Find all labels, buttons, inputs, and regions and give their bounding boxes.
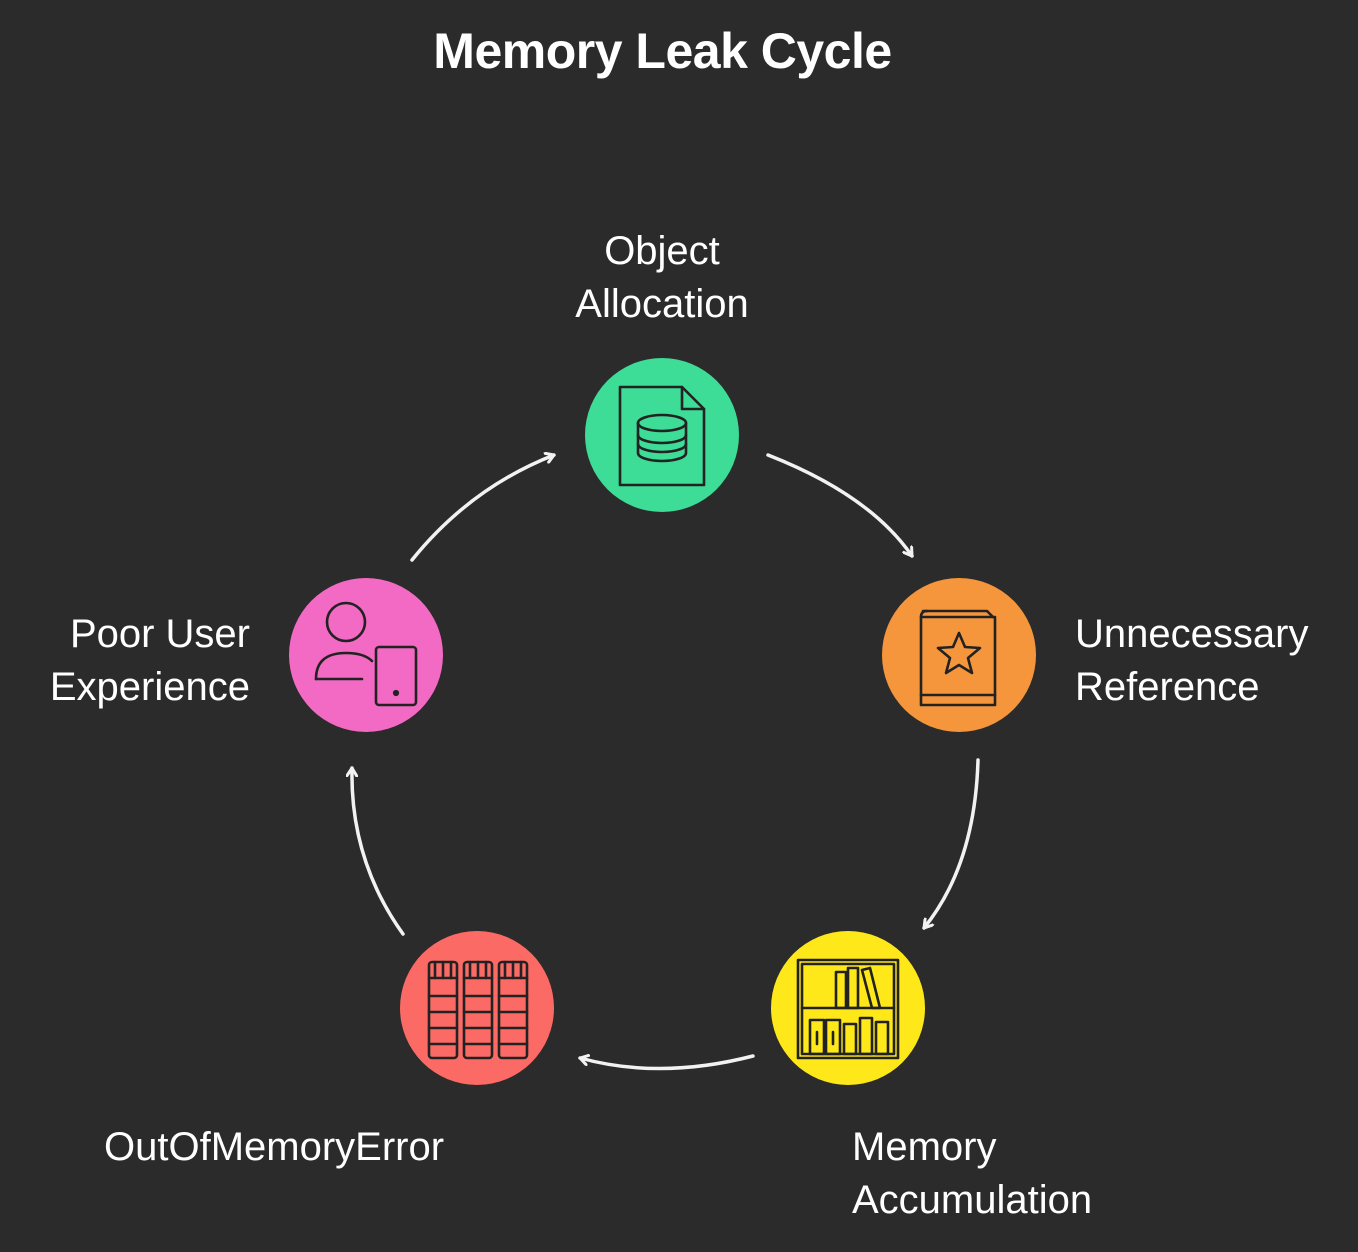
- arrow-reference-to-accumulation: [922, 758, 980, 930]
- out-of-memory-error-node: [400, 931, 554, 1085]
- arrow-error-to-user-experience: [352, 766, 405, 936]
- poor-user-experience-node: [289, 578, 443, 732]
- arrow-allocation-to-reference: [766, 453, 914, 558]
- memory-accumulation-label: Memory Accumulation: [852, 1125, 1093, 1222]
- unnecessary-reference-label: Unnecessary Reference: [1075, 612, 1309, 709]
- object-allocation-label: Object Allocation: [575, 229, 749, 326]
- book-stack-icon: [427, 960, 529, 1060]
- unnecessary-reference-node: [882, 578, 1036, 732]
- arrow-accumulation-to-error: [578, 1056, 755, 1071]
- bookshelf-icon: [796, 958, 900, 1060]
- database-document-icon: [618, 385, 706, 487]
- arrow-user-experience-to-allocation: [410, 455, 556, 562]
- out-of-memory-error-label: OutOfMemoryError: [104, 1125, 445, 1169]
- diagram-title: Memory Leak Cycle: [433, 23, 892, 79]
- starred-book-icon: [919, 609, 997, 707]
- object-allocation-node: [585, 358, 739, 512]
- poor-user-experience-label: Poor User Experience: [49, 612, 250, 709]
- user-device-icon: [314, 601, 418, 707]
